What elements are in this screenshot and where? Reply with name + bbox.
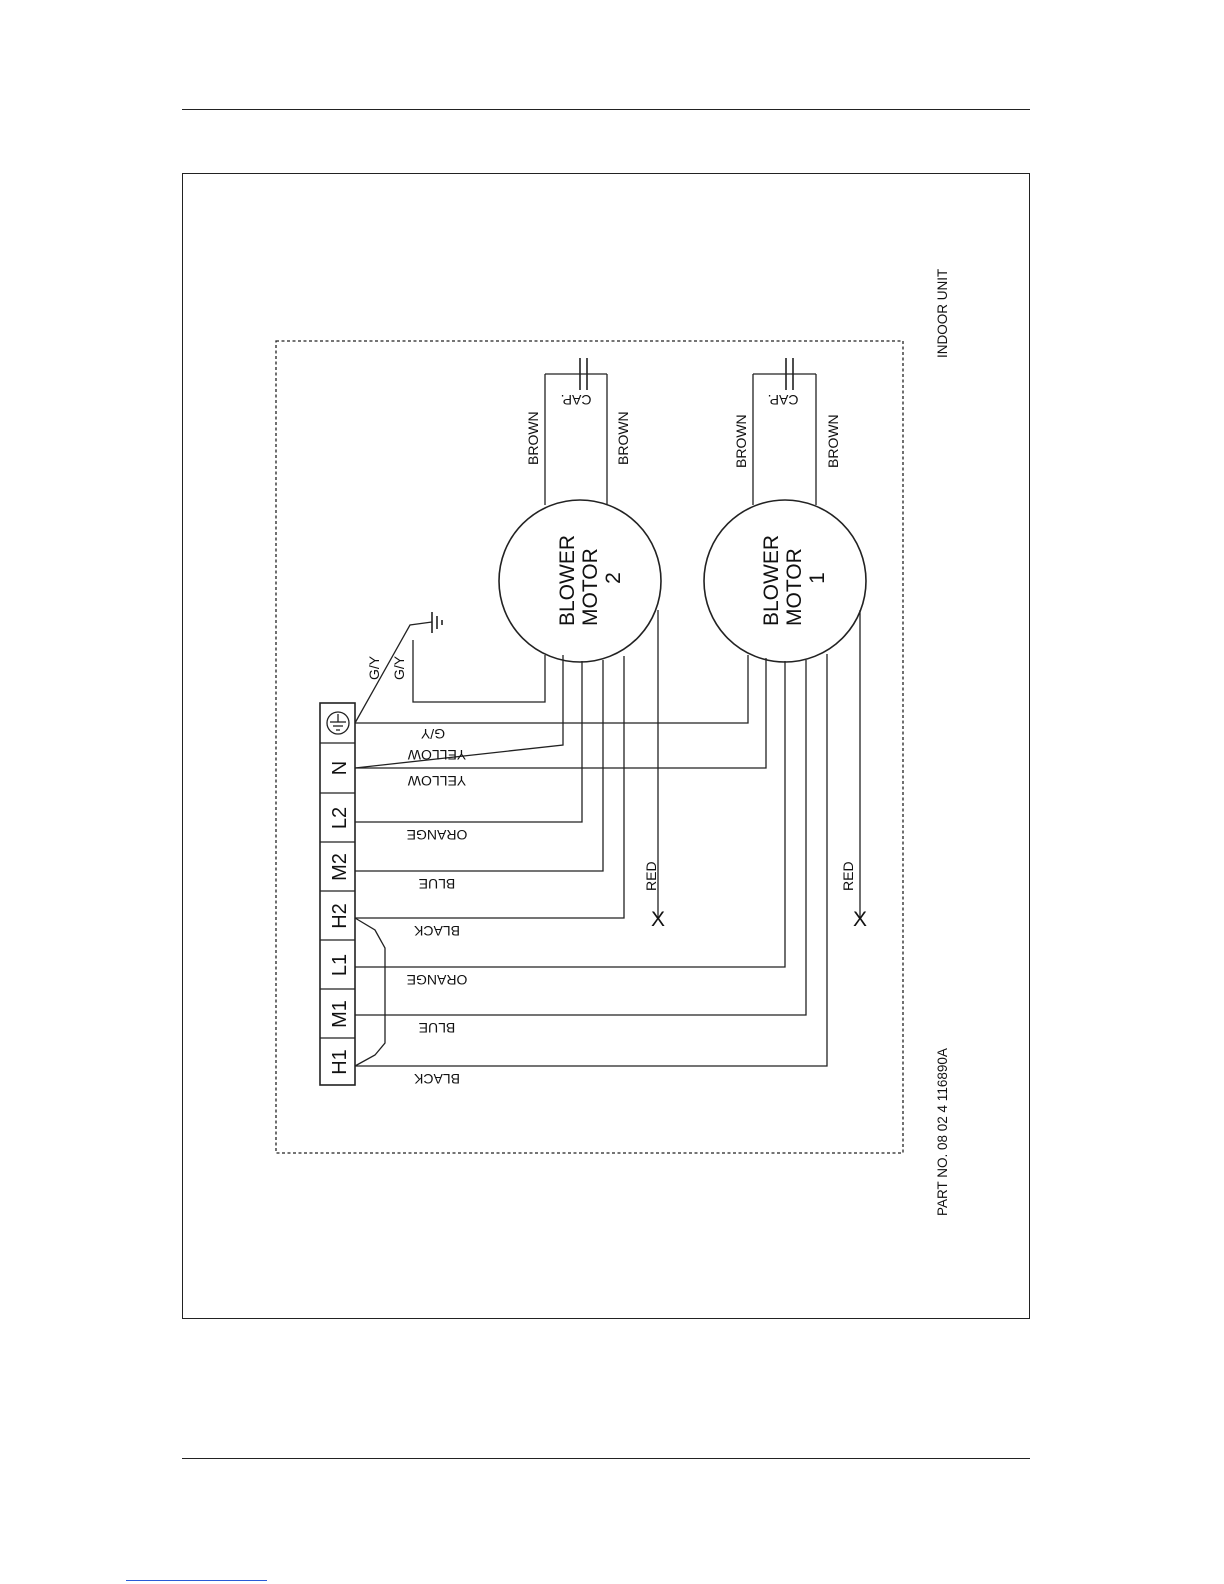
- motor2-line3: 2: [602, 572, 625, 584]
- terminal-ground-icon: [327, 712, 349, 734]
- red-open-end-m2: X: [651, 908, 665, 931]
- cap-label-m1: CAP.: [768, 392, 799, 408]
- wire-gy-motor1: [355, 655, 748, 723]
- orange-label-m1: ORANGE: [407, 972, 468, 988]
- part-number-label: PART NO. 08 02 4 116890A: [935, 1048, 950, 1216]
- motor2-line1: BLOWER: [556, 535, 579, 626]
- motor2-line2: MOTOR: [579, 548, 602, 626]
- motor1-capacitor-wiring: [753, 358, 816, 505]
- terminal-h1: H1: [329, 1049, 351, 1075]
- wire-orange-motor1: [355, 661, 785, 967]
- indoor-unit-boundary: [276, 341, 903, 1153]
- terminal-l1: L1: [329, 954, 351, 976]
- gy-label-3: G/Y: [420, 726, 445, 742]
- black-label-m1: BLACK: [413, 1071, 460, 1087]
- terminal-m1: M1: [329, 1000, 351, 1028]
- brown-label-m2-b: BROWN: [615, 411, 631, 465]
- terminal-m2: M2: [329, 853, 351, 881]
- earth-ground-icon: [432, 612, 442, 633]
- blue-label-m2: BLUE: [419, 876, 456, 892]
- wire-blue-motor2: [355, 660, 603, 871]
- terminal-n: N: [329, 761, 351, 775]
- brown-label-m1-a: BROWN: [733, 414, 749, 468]
- gy-label-1: G/Y: [366, 655, 382, 680]
- wire-ground-motor2: [413, 640, 545, 702]
- orange-label-m2: ORANGE: [407, 827, 468, 843]
- motor1-line2: MOTOR: [783, 548, 806, 626]
- red-label-m2: RED: [643, 861, 659, 891]
- wire-orange-motor2: [355, 661, 582, 822]
- yellow-label-m1: YELLOW: [407, 773, 466, 789]
- jumper-h1-h2: [355, 918, 385, 1066]
- motor1-line3: 1: [806, 572, 829, 584]
- terminal-h2: H2: [329, 903, 351, 929]
- blue-label-m1: BLUE: [419, 1020, 456, 1036]
- red-label-m1: RED: [840, 861, 856, 891]
- motor2-capacitor-wiring: [545, 358, 607, 505]
- wire-black-motor2: [355, 656, 624, 918]
- yellow-label-m2: YELLOW: [407, 747, 466, 763]
- wire-black-motor1: [355, 654, 827, 1066]
- indoor-unit-label: INDOOR UNIT: [935, 269, 950, 358]
- motor1-line1: BLOWER: [760, 535, 783, 626]
- brown-label-m1-b: BROWN: [825, 414, 841, 468]
- gy-label-2: G/Y: [391, 655, 407, 680]
- black-label-m2: BLACK: [413, 923, 460, 939]
- terminal-l2: L2: [329, 807, 351, 829]
- red-open-end-m1: X: [853, 908, 867, 931]
- brown-label-m2-a: BROWN: [525, 411, 541, 465]
- cap-label-m2: CAP.: [561, 392, 592, 408]
